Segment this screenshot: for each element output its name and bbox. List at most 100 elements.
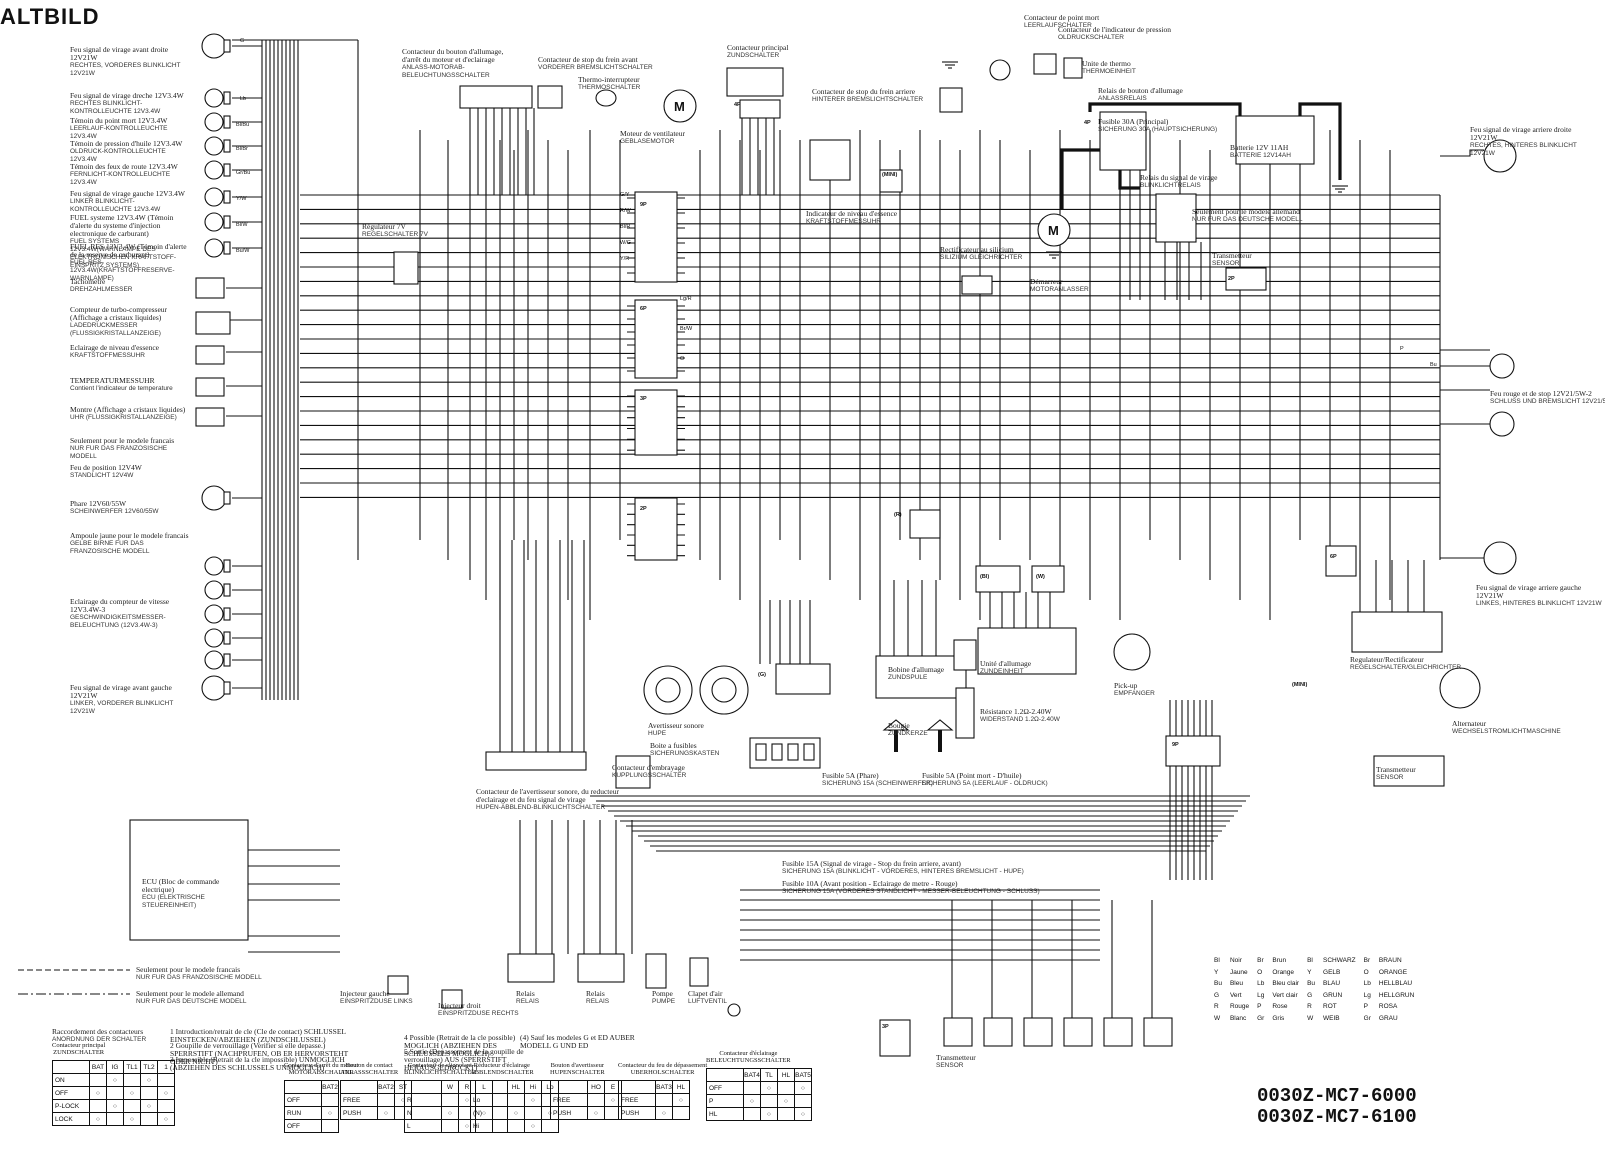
regulator-7v-icon (393, 251, 419, 285)
line-legend-label-fr: Seulement pour le modele francais (136, 965, 241, 974)
wire-tag: Y/W (236, 196, 247, 202)
lamp-bulb-icon (201, 485, 227, 511)
left-component-label-de: RECHTES, VORDERES BLINKLICHT 12V21W (70, 62, 181, 77)
color-code-cell: GRAU (1378, 1014, 1398, 1022)
top-component-label-de: BATTERIE 12V14AH (1230, 152, 1291, 159)
wire-harness (226, 39, 1490, 1018)
regulator-rectifier-icon (1351, 611, 1443, 653)
connector-tag: (MINI) (1292, 682, 1307, 688)
center-component-label-fr: Bougie (888, 721, 910, 730)
right-component-label-fr: Feu signal de virage arriere gauche 12V2… (1476, 583, 1582, 600)
switch-table-cell (655, 1093, 673, 1107)
contact-dot-icon: ○ (164, 1115, 168, 1123)
wire-tag: O (680, 356, 685, 362)
top-component-label-fr: Relais du signal de virage (1140, 173, 1218, 182)
air-valve-icon (689, 957, 709, 987)
left-component-label-de: UHR (FLUSSIGKRISTALLANZEIGE) (70, 414, 177, 421)
lamp-bulb-icon (204, 187, 224, 207)
top-component-label-de: THERMOEINHEIT (1082, 68, 1136, 75)
switch-table-cell (377, 1093, 395, 1107)
switch-table-title-de: MOTORABSCHALTER (288, 1069, 354, 1076)
left-component-label: Montre (Affichage a cristaux liquides)UH… (70, 406, 190, 422)
wire-tag: Bl/R (620, 224, 630, 230)
contact-dot-icon: ○ (611, 1096, 615, 1104)
clutch-switch-icon (615, 755, 651, 789)
silicon-rectifier-icon (961, 275, 993, 295)
left-component-label-de: KRAFTSTOFFMESSUHR (70, 352, 145, 359)
connector-tag: 3P (882, 1024, 889, 1030)
connector-tag: (R) (894, 512, 902, 518)
switch-table-cell (507, 1093, 525, 1107)
gauge-unit-icon (195, 407, 225, 427)
switch-table-col-header: TL2 (140, 1060, 158, 1074)
contact-dot-icon: ○ (147, 1102, 151, 1110)
switch-notes-title-fr: Raccordement des contacteurs (52, 1027, 144, 1036)
left-component-label-fr: Témoin du point mort 12V3.4W (70, 116, 168, 125)
main-power-lines (1060, 102, 1342, 210)
left-component-label-de: GELBE BIRNE FUR DAS FRANZOSISCHE MODELL (70, 540, 150, 555)
top-component-label-fr: Rectificateur au silicium (940, 245, 1014, 254)
connector-6p-mini-icon (879, 1019, 911, 1057)
color-code-cell: Bu (1307, 980, 1316, 988)
color-code-cell: Orange (1272, 968, 1295, 976)
center-component-label-de: SICHERUNG 15A (SCHEINWERFER) (822, 780, 933, 787)
switch-table-title-fr: Réducteur d'éclairage (473, 1062, 530, 1069)
left-component-label-de: RECHTES BLINKLICHT-KONTROLLEUCHTE 12V3.4… (70, 100, 161, 115)
switch-table-cell (794, 1094, 812, 1108)
lamp-socket-icon (223, 631, 231, 645)
motor-symbol: M (674, 99, 685, 114)
switch-table-cell (777, 1107, 795, 1121)
switch-table-col-header (470, 1080, 508, 1094)
switch-table-cell: ○ (507, 1106, 525, 1120)
color-code-cell: Vert (1229, 991, 1242, 999)
left-injector-icon (387, 975, 409, 995)
switch-table-cell (106, 1112, 124, 1126)
left-component-label-fr: Ampoule jaune pour le modele francais (70, 531, 189, 540)
center-component-label-fr: Boite a fusibles (650, 741, 697, 750)
color-code-cell: Rose (1272, 1003, 1288, 1011)
switch-table-row-header: FREE (340, 1093, 378, 1107)
switch-note: 3 Impossible (Retrait de la cle impossib… (170, 1055, 345, 1072)
fuse-icon (771, 743, 783, 761)
contact-dot-icon: ○ (531, 1122, 535, 1130)
switch-table-title-fr: Bouton de contact (345, 1062, 393, 1069)
switch-table-title-de: ABBLENDSCHALTER (470, 1069, 534, 1076)
lamp-socket-icon (223, 607, 231, 621)
top-component-label-fr: Thermo-interrupteur (578, 75, 640, 84)
contact-dot-icon: ○ (679, 1096, 683, 1104)
center-component-label-fr: Fusible 10A (Avant position - Eclairage … (782, 879, 958, 888)
switch-table-title-fr: Contacteur principal (52, 1042, 106, 1049)
bottom-component-label-de: RELAIS (516, 998, 540, 1005)
left-component-label-fr: Feu signal de virage dreche 12V3.4W (70, 91, 184, 100)
switch-table-cell: ○ (794, 1081, 812, 1095)
switch-table-col-header: Hi (524, 1080, 542, 1094)
left-component-label: FUEL systeme 12V3.4W (Témoin d'alerte du… (70, 214, 190, 270)
connector-tag: 2P (640, 506, 647, 512)
horn-inner-icon (655, 677, 681, 703)
top-component-label-fr: Seulement pour le modele allemand (1192, 207, 1300, 216)
connector-3p-mini-icon (909, 509, 941, 539)
color-code-cell: Bl (1214, 957, 1220, 965)
switch-table-cell (541, 1119, 559, 1133)
transmitter-sensor-icon (1063, 1017, 1093, 1047)
color-code-cell: WEIB (1323, 1014, 1340, 1022)
switch-table-row-header: OFF (52, 1086, 90, 1100)
rear-brake-connector (879, 169, 903, 193)
contact-dot-icon: ○ (401, 1096, 405, 1104)
starter-relay-icon (1099, 111, 1147, 171)
bottom-component-label-fr: Injecteur droit (438, 1001, 481, 1010)
color-code-cell: Noir (1229, 957, 1242, 965)
spark-plug-icon (926, 719, 954, 731)
left-component-label-de: SCHEINWERFER 12V60/55W (70, 508, 159, 515)
